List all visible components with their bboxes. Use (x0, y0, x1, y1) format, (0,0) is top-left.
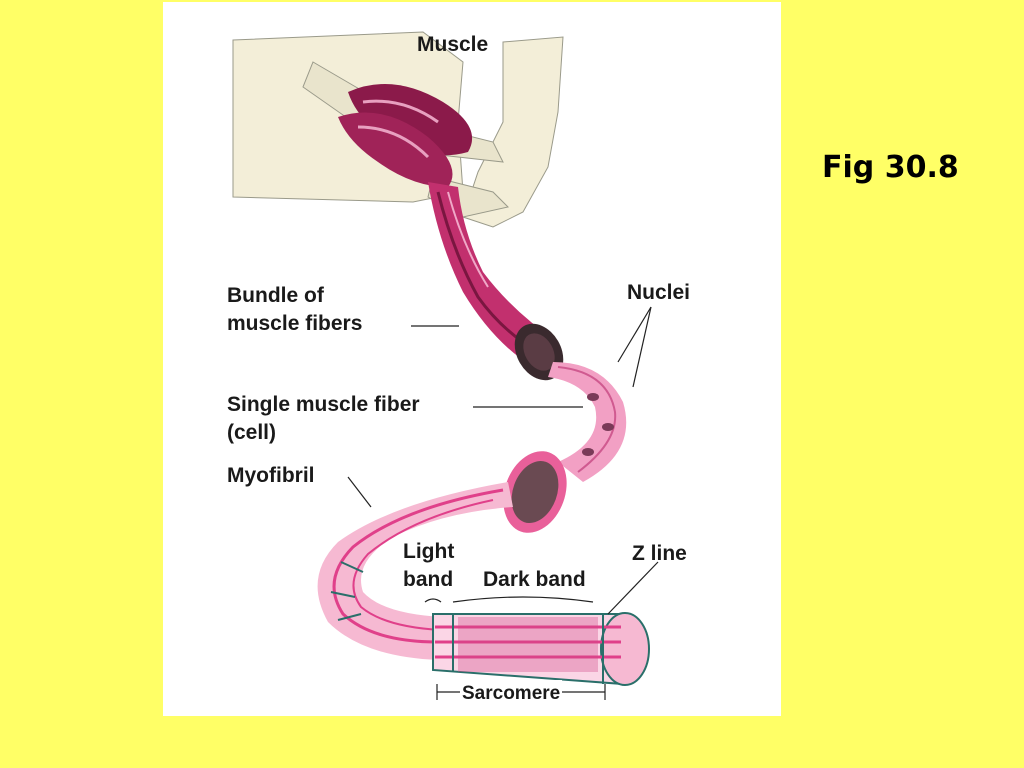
light-band-label-line2: band (403, 568, 454, 591)
figure-panel: Muscle Bundle of muscle fibers Nuclei Si… (163, 2, 781, 716)
z-line-leader-line (607, 561, 659, 615)
leader-lines (347, 306, 659, 700)
myofibril-leader-line (347, 476, 372, 508)
bundle-label-line1: Bundle of (227, 284, 324, 307)
nuclei-label: Nuclei (627, 281, 691, 304)
dark-band-bracket (452, 596, 594, 603)
muscle-structure-illustration (232, 31, 659, 700)
figure-caption: Fig 30.8 (822, 150, 959, 185)
light-band-bracket (424, 598, 442, 603)
z-line-label: Z line (632, 542, 687, 565)
muscle-fiber-bundle (428, 182, 564, 381)
single-fiber-label-line1: Single muscle fiber (227, 393, 420, 416)
light-band-label-line1: Light (403, 540, 455, 563)
nuclei-leader-line-2 (632, 306, 652, 388)
bundle-label-line2: muscle fibers (227, 312, 363, 335)
muscle-label: Muscle (417, 33, 489, 56)
single-fiber-label-line2: (cell) (227, 421, 277, 444)
dark-band-label: Dark band (483, 568, 586, 591)
sarcomere-label: Sarcomere (460, 680, 563, 708)
single-muscle-fiber (503, 362, 627, 533)
myofibril-label: Myofibril (227, 464, 315, 487)
sarcomere-cylinder (432, 612, 650, 686)
myofibril (317, 482, 513, 660)
muscle-belly (338, 84, 473, 187)
nuclei-leader-line-1 (617, 306, 652, 363)
